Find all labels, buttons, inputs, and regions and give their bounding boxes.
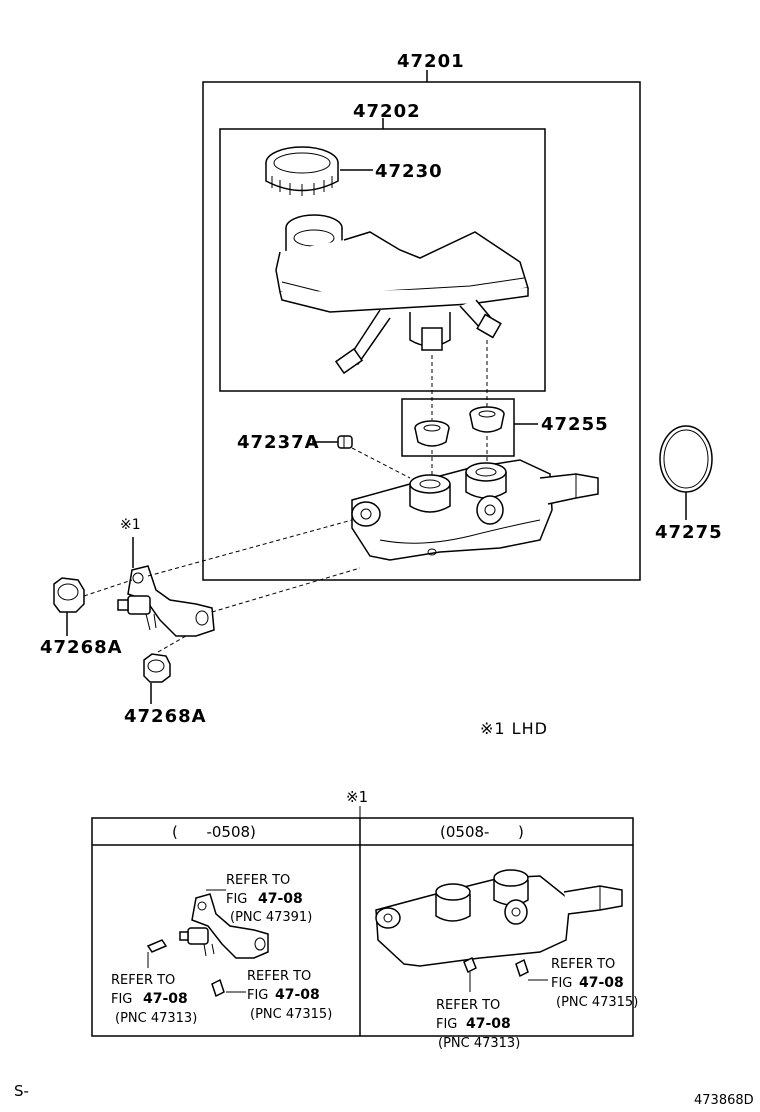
part-number-47275: 47275 xyxy=(655,522,723,543)
left-ref-3-fig: FIG xyxy=(247,988,268,1003)
part-number-47237A: 47237A xyxy=(237,432,320,453)
part-number-47230: 47230 xyxy=(375,161,443,182)
plug-47237A-drawing xyxy=(337,435,353,449)
master-cylinder-drawing xyxy=(351,459,599,561)
nut-bottom-drawing xyxy=(143,653,171,683)
right-ref-2-num: 47-08 xyxy=(466,1016,511,1032)
footer-figure-code: 473868D xyxy=(694,1093,754,1108)
note-mark-1: ※1 xyxy=(120,517,141,533)
part-number-47268A-bottom: 47268A xyxy=(124,706,207,727)
variant-table xyxy=(91,817,634,1037)
left-ref-3-num: 47-08 xyxy=(275,987,320,1003)
reservoir-drawing xyxy=(275,214,529,375)
left-ref-2-pnc: (PNC 47313) xyxy=(115,1011,197,1026)
right-ref-1-line1: REFER TO xyxy=(551,957,615,972)
part-number-47255: 47255 xyxy=(541,414,609,435)
bracket-drawing xyxy=(117,565,215,637)
footer-left-code: S- xyxy=(14,1082,29,1100)
right-ref-2-line1: REFER TO xyxy=(436,998,500,1013)
right-ref-1-num: 47-08 xyxy=(579,975,624,991)
part-number-47268A-left: 47268A xyxy=(40,637,123,658)
left-ref-1-pnc: (PNC 47391) xyxy=(230,910,312,925)
left-ref-3-pnc: (PNC 47315) xyxy=(250,1007,332,1022)
table-note-mark: ※1 xyxy=(346,788,368,806)
left-ref-1-line1: REFER TO xyxy=(226,873,290,888)
right-ref-1-pnc: (PNC 47315) xyxy=(556,995,638,1010)
left-ref-2-fig: FIG xyxy=(111,992,132,1007)
left-ref-3-line1: REFER TO xyxy=(247,969,311,984)
grommet-drawing xyxy=(414,406,505,447)
left-cell-bracket-drawing xyxy=(146,893,269,998)
table-header-left: ( -0508) xyxy=(172,823,256,841)
part-number-47201: 47201 xyxy=(397,51,465,72)
lhd-note: ※1 LHD xyxy=(480,719,548,738)
part-number-47202: 47202 xyxy=(353,101,421,122)
left-ref-1-num: 47-08 xyxy=(258,891,303,907)
left-ref-1-fig: FIG xyxy=(226,892,247,907)
right-cell-cylinder-drawing xyxy=(375,869,623,978)
right-ref-1-fig: FIG xyxy=(551,976,572,991)
nut-left-drawing xyxy=(53,577,85,613)
assembly-frame-47201 xyxy=(202,81,641,581)
left-ref-2-num: 47-08 xyxy=(143,991,188,1007)
right-ref-2-fig: FIG xyxy=(436,1017,457,1032)
table-header-right: (0508- ) xyxy=(440,823,524,841)
reservoir-cap-drawing xyxy=(265,146,339,196)
o-ring-47275-drawing xyxy=(659,425,713,493)
right-ref-2-pnc: (PNC 47313) xyxy=(438,1036,520,1051)
left-ref-2-line1: REFER TO xyxy=(111,973,175,988)
grommet-box-47255 xyxy=(401,398,515,457)
